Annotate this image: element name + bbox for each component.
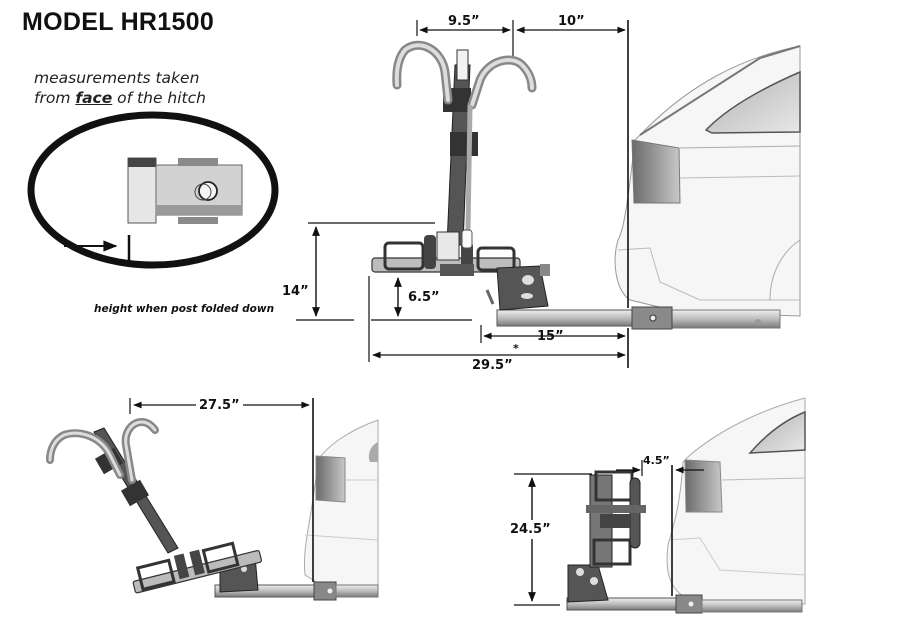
note-emphasis: face [75, 89, 113, 107]
dim-tray-clearance: 6.5” [408, 290, 440, 305]
vehicle-rear-top [614, 45, 801, 329]
hitch-bar [496, 309, 633, 327]
dim-folded-post-height: 14” [282, 284, 309, 299]
upright-dimension-lines [296, 20, 629, 368]
dim-total-length: 29.5” [472, 358, 513, 373]
note-line-2: from face of the hitch [34, 89, 206, 107]
dim-hitch-extension: 15” [537, 329, 564, 344]
dim-hook-to-vehicle: 10” [558, 14, 585, 29]
rack-tray [371, 229, 550, 311]
dim-hook-spacing: 9.5” [448, 14, 480, 29]
folded-height-note: height when post folded down [94, 303, 275, 315]
hitch-face-detail [27, 111, 279, 269]
tilted-view [46, 398, 379, 601]
dim-tilt-clearance: 27.5” [196, 398, 243, 413]
note-line-1: measurements taken [34, 69, 200, 87]
rack-mast [392, 40, 537, 246]
measurement-note: measurements taken from face of the hitc… [34, 68, 206, 108]
vehicle-rear-folded [666, 397, 806, 605]
total-length-marker: * [513, 342, 519, 355]
folded-view [514, 397, 806, 614]
upright-view [296, 20, 801, 368]
dim-folded-height: 24.5” [510, 520, 551, 539]
vehicle-rear-tilted [303, 419, 379, 596]
dim-vehicle-gap: 4.5” [643, 454, 670, 467]
page-title: MODEL HR1500 [22, 8, 215, 36]
